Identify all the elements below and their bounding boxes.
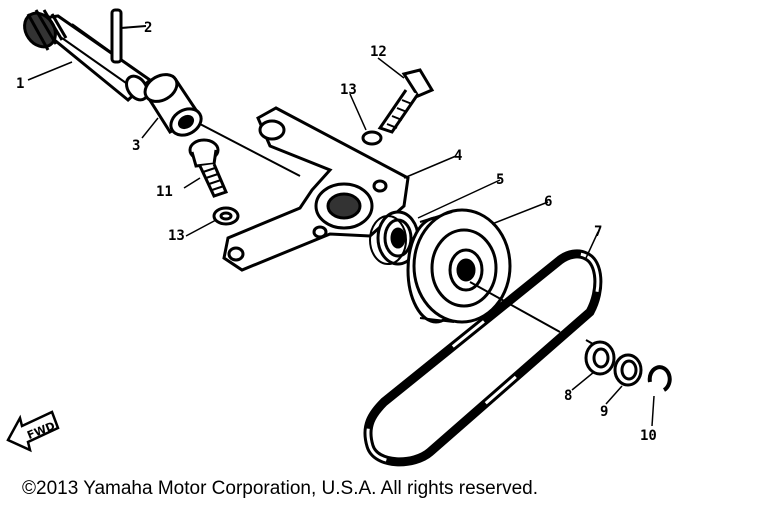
part-label-13-upper: 13 — [340, 82, 357, 98]
forward-arrow-icon: FWD — [6, 410, 60, 453]
part-label-2: 2 — [144, 20, 152, 36]
shaft-part — [23, 9, 153, 102]
collar-part — [143, 73, 203, 137]
part-label-1: 1 — [16, 76, 24, 92]
part-label-7: 7 — [594, 224, 602, 240]
part-label-8: 8 — [564, 388, 572, 404]
part-label-6: 6 — [544, 194, 552, 210]
washer-lower-part — [212, 206, 240, 226]
circlip-part — [647, 365, 672, 392]
part-label-12: 12 — [370, 44, 387, 60]
exploded-parts-diagram: 1 2 3 4 5 6 7 8 9 10 11 12 13 13 FWD — [6, 8, 672, 467]
leader-lines — [27, 57, 655, 427]
part-label-5: 5 — [496, 172, 504, 188]
bolt-upper-part — [377, 68, 435, 134]
part-label-11: 11 — [156, 184, 173, 200]
part-label-13-lower: 13 — [168, 228, 185, 244]
washer-part-9 — [613, 353, 643, 387]
bearing-part — [369, 210, 420, 266]
arm-bracket-part — [199, 106, 410, 272]
part-label-3: 3 — [132, 138, 140, 154]
pin-part — [110, 8, 147, 64]
part-label-4: 4 — [454, 148, 462, 164]
part-label-10: 10 — [640, 428, 657, 444]
part-label-9: 9 — [600, 404, 608, 420]
copyright-notice: ©2013 Yamaha Motor Corporation, U.S.A. A… — [22, 478, 538, 499]
pulley-part — [406, 208, 512, 324]
bolt-left-part — [188, 138, 229, 198]
washer-upper-part — [361, 130, 383, 146]
washer-part-8 — [584, 340, 616, 376]
